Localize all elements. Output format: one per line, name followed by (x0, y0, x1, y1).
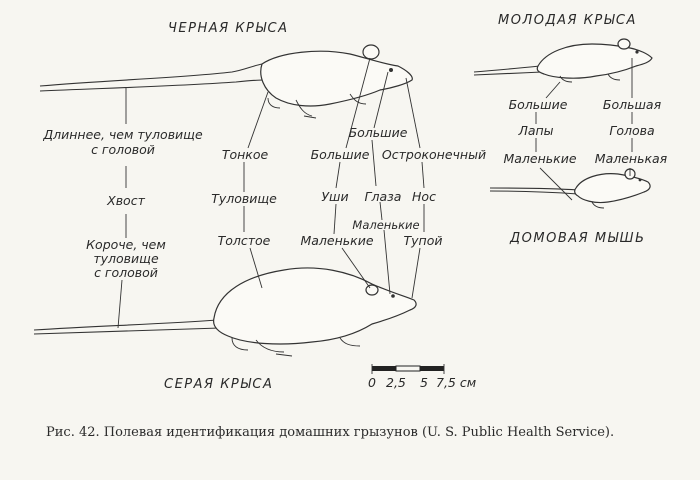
young-rat-title: МОЛОДАЯ КРЫСА (498, 13, 637, 28)
gray-rat-hind-leg-2 (231, 337, 249, 351)
paws-small: Маленькие (503, 151, 577, 166)
scale-bar (371, 364, 445, 374)
nose-blunt: Тупой (403, 233, 443, 248)
ears-big: Большие (310, 147, 370, 162)
scale-tick-0: 0 (368, 375, 376, 390)
gray-rat-ear (365, 284, 379, 296)
ears-label: Уши (321, 189, 349, 204)
head-small: Маленькая (594, 151, 668, 166)
gray-rat-drawing (33, 267, 417, 357)
head-label: Голова (609, 123, 655, 138)
paws-label: Лапы (518, 123, 554, 138)
black-rat-ear (362, 44, 380, 60)
gray-rat-tail (33, 319, 219, 331)
paws-big: Большие (508, 97, 568, 112)
house-mouse-hind-leg (591, 201, 605, 209)
house-mouse-tail-lower (489, 190, 579, 195)
black-rat-eye (389, 68, 393, 72)
body-thin: Тонкое (221, 147, 269, 162)
body-thick: Толстое (217, 233, 271, 248)
house-mouse-drawing (489, 168, 651, 209)
gray-rat-eye (391, 294, 395, 298)
young-rat-tail (473, 65, 541, 73)
nose-label: Нос (412, 189, 436, 204)
body-label: Туловище (211, 191, 277, 206)
young-rat-body (536, 43, 653, 79)
scale-tick-2: 5 (420, 375, 428, 390)
black-rat-hind-leg (295, 99, 317, 119)
house-mouse-eye (638, 178, 642, 182)
eyes-small: Маленькие (352, 218, 420, 232)
ears-small: Маленькие (300, 233, 374, 248)
gray-rat-fore-leg (339, 337, 361, 347)
young-rat-hind-leg (559, 75, 573, 83)
figure-caption: Рис. 42. Полевая идентификация домашних … (46, 425, 615, 440)
tail-long-line2: с головой (91, 142, 155, 157)
black-rat-tail-lower (39, 79, 265, 92)
connector-lines (117, 57, 633, 329)
black-rat-tail (39, 63, 263, 87)
gray-rat-title: СЕРАЯ КРЫСА (164, 377, 274, 392)
black-rat-hind-leg-2 (267, 97, 281, 109)
eyes-label: Глаза (364, 189, 402, 204)
nose-pointed: Остроконечный (381, 147, 487, 162)
black-rat-drawing (39, 44, 413, 119)
gray-rat-tail-lower (33, 327, 221, 335)
black-rat-body (260, 50, 413, 107)
head-big: Большая (602, 97, 662, 112)
black-rat-title: ЧЕРНАЯ КРЫСА (168, 21, 289, 36)
tail-long-line1: Длиннее, чем туловище (43, 127, 203, 142)
scale-tick-1: 2,5 (386, 375, 406, 390)
young-rat-ear (617, 38, 631, 50)
young-rat-fore-leg (607, 73, 621, 81)
tail-short-line3: с головой (94, 265, 158, 280)
tail-short-line1: Короче, чем (86, 237, 166, 252)
gray-rat-body (213, 267, 417, 345)
young-rat-drawing (473, 38, 653, 83)
house-mouse-title: ДОМОВАЯ МЫШЬ (510, 231, 646, 246)
tail-short-line2: туловище (93, 251, 159, 266)
black-rat-fore-leg (349, 93, 367, 105)
scale-tick-3: 7,5 см (436, 375, 477, 390)
tail-label: Хвост (107, 193, 145, 208)
young-rat-tail-lower (473, 71, 543, 76)
eyes-big: Большие (348, 125, 408, 140)
house-mouse-body (574, 173, 651, 204)
house-mouse-tail (489, 187, 579, 191)
young-rat-eye (635, 50, 639, 54)
gray-rat-hind-leg (255, 339, 293, 357)
